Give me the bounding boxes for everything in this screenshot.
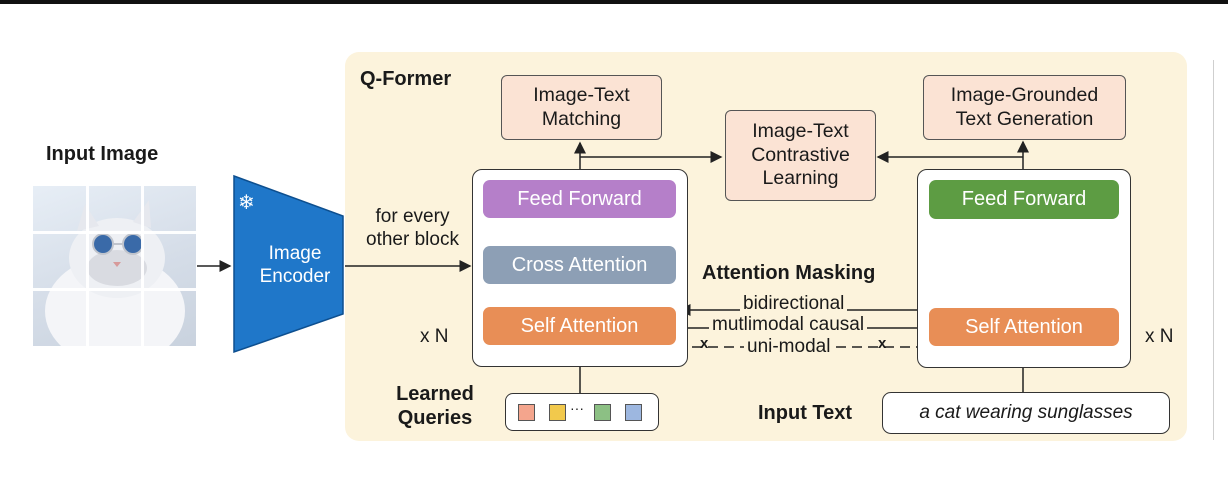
learned-queries-box: ··· bbox=[505, 393, 659, 431]
cat-illustration bbox=[45, 200, 185, 346]
query-token bbox=[625, 404, 642, 421]
connection-note: for every other block bbox=[350, 206, 475, 252]
learned-queries-line2: Queries bbox=[397, 407, 473, 429]
attention-masking-title: Attention Masking bbox=[702, 262, 876, 284]
image-encoder-line2: Encoder bbox=[259, 265, 331, 287]
mask-bidirectional: bidirectional bbox=[740, 293, 848, 315]
snowflake-icon: ❄ bbox=[238, 192, 255, 214]
image-encoder-label: Image Encoder bbox=[243, 243, 347, 289]
left-cross-attention: Cross Attention bbox=[483, 246, 676, 284]
objective-itm-line1: Image-Text bbox=[533, 84, 630, 107]
input-image-photo bbox=[33, 186, 196, 346]
top-rule bbox=[0, 0, 1228, 4]
image-encoder-line1: Image bbox=[268, 243, 322, 264]
query-token bbox=[518, 404, 535, 421]
query-token bbox=[549, 404, 566, 421]
right-repeat-label: x N bbox=[1145, 326, 1174, 347]
mask-multimodal-causal: mutlimodal causal bbox=[709, 314, 868, 336]
input-text-label: Input Text bbox=[758, 402, 853, 424]
objective-itg-line1: Image-Grounded bbox=[950, 84, 1099, 107]
objective-itg-line2: Text Generation bbox=[955, 107, 1094, 130]
query-ellipsis: ··· bbox=[570, 400, 584, 416]
right-feed-forward: Feed Forward bbox=[929, 180, 1119, 219]
left-feed-forward: Feed Forward bbox=[483, 180, 676, 218]
objective-itm-line2: Matching bbox=[541, 107, 622, 130]
connection-note-line2: other block bbox=[366, 228, 459, 250]
qformer-title: Q-Former bbox=[360, 68, 452, 90]
objective-itc-line2: Contrastive bbox=[751, 143, 850, 166]
mask-unimodal: uni-modal bbox=[744, 336, 834, 358]
learned-queries-label: Learned Queries bbox=[385, 382, 485, 430]
connection-note-line1: for every bbox=[375, 206, 450, 227]
blocked-mark: x bbox=[700, 335, 709, 352]
learned-queries-line1: Learned bbox=[396, 383, 474, 405]
grid-line bbox=[86, 186, 89, 346]
grid-line bbox=[141, 186, 144, 346]
objective-itc-line3: Learning bbox=[762, 167, 839, 190]
objective-itc-line1: Image-Text bbox=[752, 120, 849, 143]
right-self-attention: Self Attention bbox=[929, 308, 1119, 346]
blocked-mark: x bbox=[878, 335, 887, 352]
input-image-label: Input Image bbox=[46, 143, 159, 165]
grid-line bbox=[33, 288, 196, 291]
left-repeat-label: x N bbox=[420, 326, 449, 347]
query-token bbox=[594, 404, 611, 421]
right-divider bbox=[1213, 60, 1214, 440]
left-self-attention: Self Attention bbox=[483, 307, 676, 345]
input-text-box: a cat wearing sunglasses bbox=[882, 392, 1170, 434]
grid-line bbox=[33, 231, 196, 234]
